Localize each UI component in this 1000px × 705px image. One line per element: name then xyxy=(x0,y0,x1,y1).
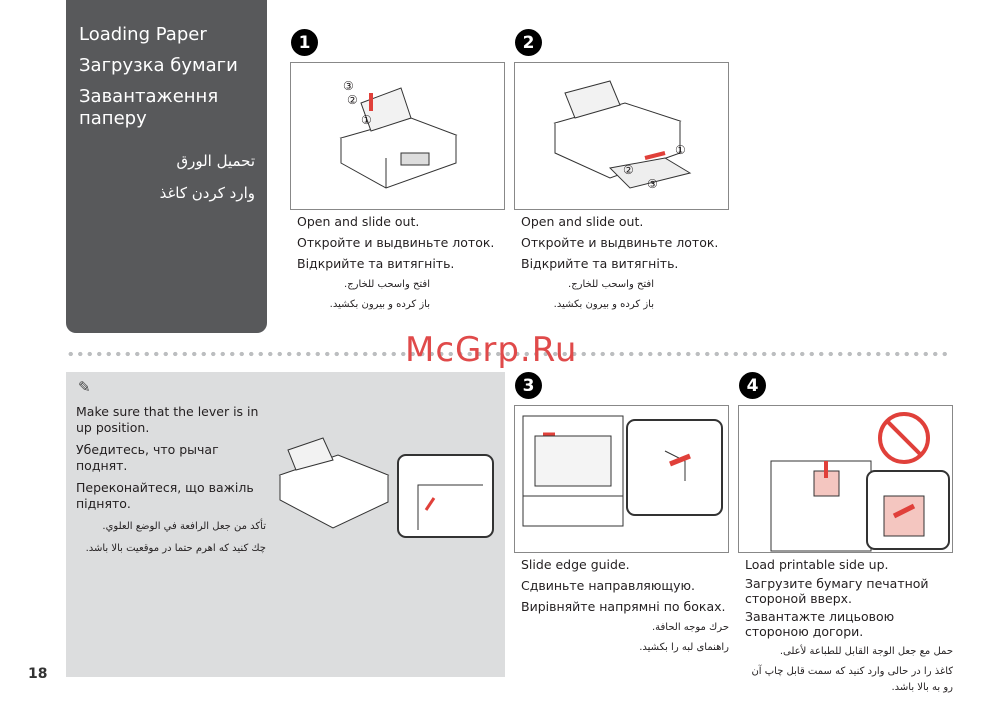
step-4-text: Load printable side up. Загрузите бумагу… xyxy=(745,557,953,696)
title-panel: Loading Paper Загрузка бумаги Завантажен… xyxy=(66,0,267,333)
step-1-ru: Откройте и выдвиньте лоток. xyxy=(297,235,495,250)
printer-icon xyxy=(339,87,458,189)
step-2-uk: Відкрийте та витягніть. xyxy=(521,256,679,271)
step-2-text: Open and slide out. Откройте и выдвиньте… xyxy=(521,214,729,312)
note-ru: Убедитесь, что рычаг поднят. xyxy=(76,442,219,473)
step-1-en: Open and slide out. xyxy=(297,214,420,229)
note-box: ✎ Make sure that the lever is in up posi… xyxy=(66,372,505,677)
callout-2: ② xyxy=(623,163,634,177)
pencil-icon: ✎ xyxy=(78,378,91,396)
callout-1: ① xyxy=(675,143,686,157)
step-4-ru: Загрузите бумагу печатной стороной вверх… xyxy=(745,576,929,606)
title-en: Loading Paper xyxy=(79,24,207,45)
step-1-uk: Відкрийте та витягніть. xyxy=(297,256,455,271)
step-4-illustration xyxy=(738,405,953,553)
step-3-uk: Вирівняйте напрямні по боках. xyxy=(521,599,726,614)
title-ar: تحميل الورق xyxy=(176,152,255,170)
title-uk: Завантаження паперу xyxy=(79,86,219,129)
watermark: McGrp.Ru xyxy=(405,330,578,370)
printer-icon xyxy=(553,80,692,189)
callout-3: ③ xyxy=(647,177,658,191)
step-1-ar: افتح واسحب للخارج. xyxy=(344,279,430,290)
step-number-2: 2 xyxy=(515,29,542,56)
title-fa: وارد كردن كاغذ xyxy=(159,184,255,202)
step-3-ar: حرك موجه الحافة. xyxy=(651,622,729,633)
note-uk: Переконайтеся, що важіль піднято. xyxy=(76,480,254,511)
step-2-fa: باز كرده و بيرون بكشيد. xyxy=(553,299,654,310)
callout-1: ① xyxy=(361,113,372,127)
edge-guide-icon xyxy=(522,415,723,527)
page-number: 18 xyxy=(28,666,48,682)
note-en: Make sure that the lever is in up positi… xyxy=(76,404,259,435)
step-3-fa: راهنماى لبه را بكشيد. xyxy=(639,642,729,653)
step-2-ru: Откройте и выдвиньте лоток. xyxy=(521,235,719,250)
step-3-en: Slide edge guide. xyxy=(521,557,630,572)
step-3-text: Slide edge guide. Сдвиньте направляющую.… xyxy=(521,557,729,655)
step-number-1: 1 xyxy=(291,29,318,56)
step-3-ru: Сдвиньте направляющую. xyxy=(521,578,696,593)
step-3-illustration xyxy=(514,405,729,553)
step-2-illustration: ① ② ③ xyxy=(514,62,729,210)
step-number-4: 4 xyxy=(739,372,766,399)
step-4-ar: حمل مع جعل الوجة القابل للطباعة لأعلى. xyxy=(779,646,953,657)
note-ar: تأكد من جعل الرافعة في الوضع العلوي. xyxy=(102,521,266,532)
step-4-en: Load printable side up. xyxy=(745,557,889,572)
callout-2: ② xyxy=(347,93,358,107)
section-divider xyxy=(66,351,952,357)
step-4-uk: Завантажте лицьовою стороною догори. xyxy=(745,609,895,639)
title-ru: Загрузка бумаги xyxy=(79,55,238,76)
note-text: Make sure that the lever is in up positi… xyxy=(76,404,266,556)
load-paper-icon xyxy=(770,412,950,552)
callout-3: ③ xyxy=(343,79,354,93)
note-fa: چك كنيد كه اهرم حتما در موقعيت بالا باشد… xyxy=(85,543,266,554)
step-2-ar: افتح واسحب للخارج. xyxy=(568,279,654,290)
step-1-text: Open and slide out. Откройте и выдвиньте… xyxy=(297,214,505,312)
step-1-illustration: ③ ② ① xyxy=(290,62,505,210)
step-1-fa: باز كرده و بيرون بكشيد. xyxy=(329,299,430,310)
step-4-fa: كاغذ را در حالى وارد كنيد كه سمت قابل چا… xyxy=(751,666,953,693)
step-number-3: 3 xyxy=(515,372,542,399)
step-2-en: Open and slide out. xyxy=(521,214,644,229)
lever-illustration xyxy=(278,437,494,538)
